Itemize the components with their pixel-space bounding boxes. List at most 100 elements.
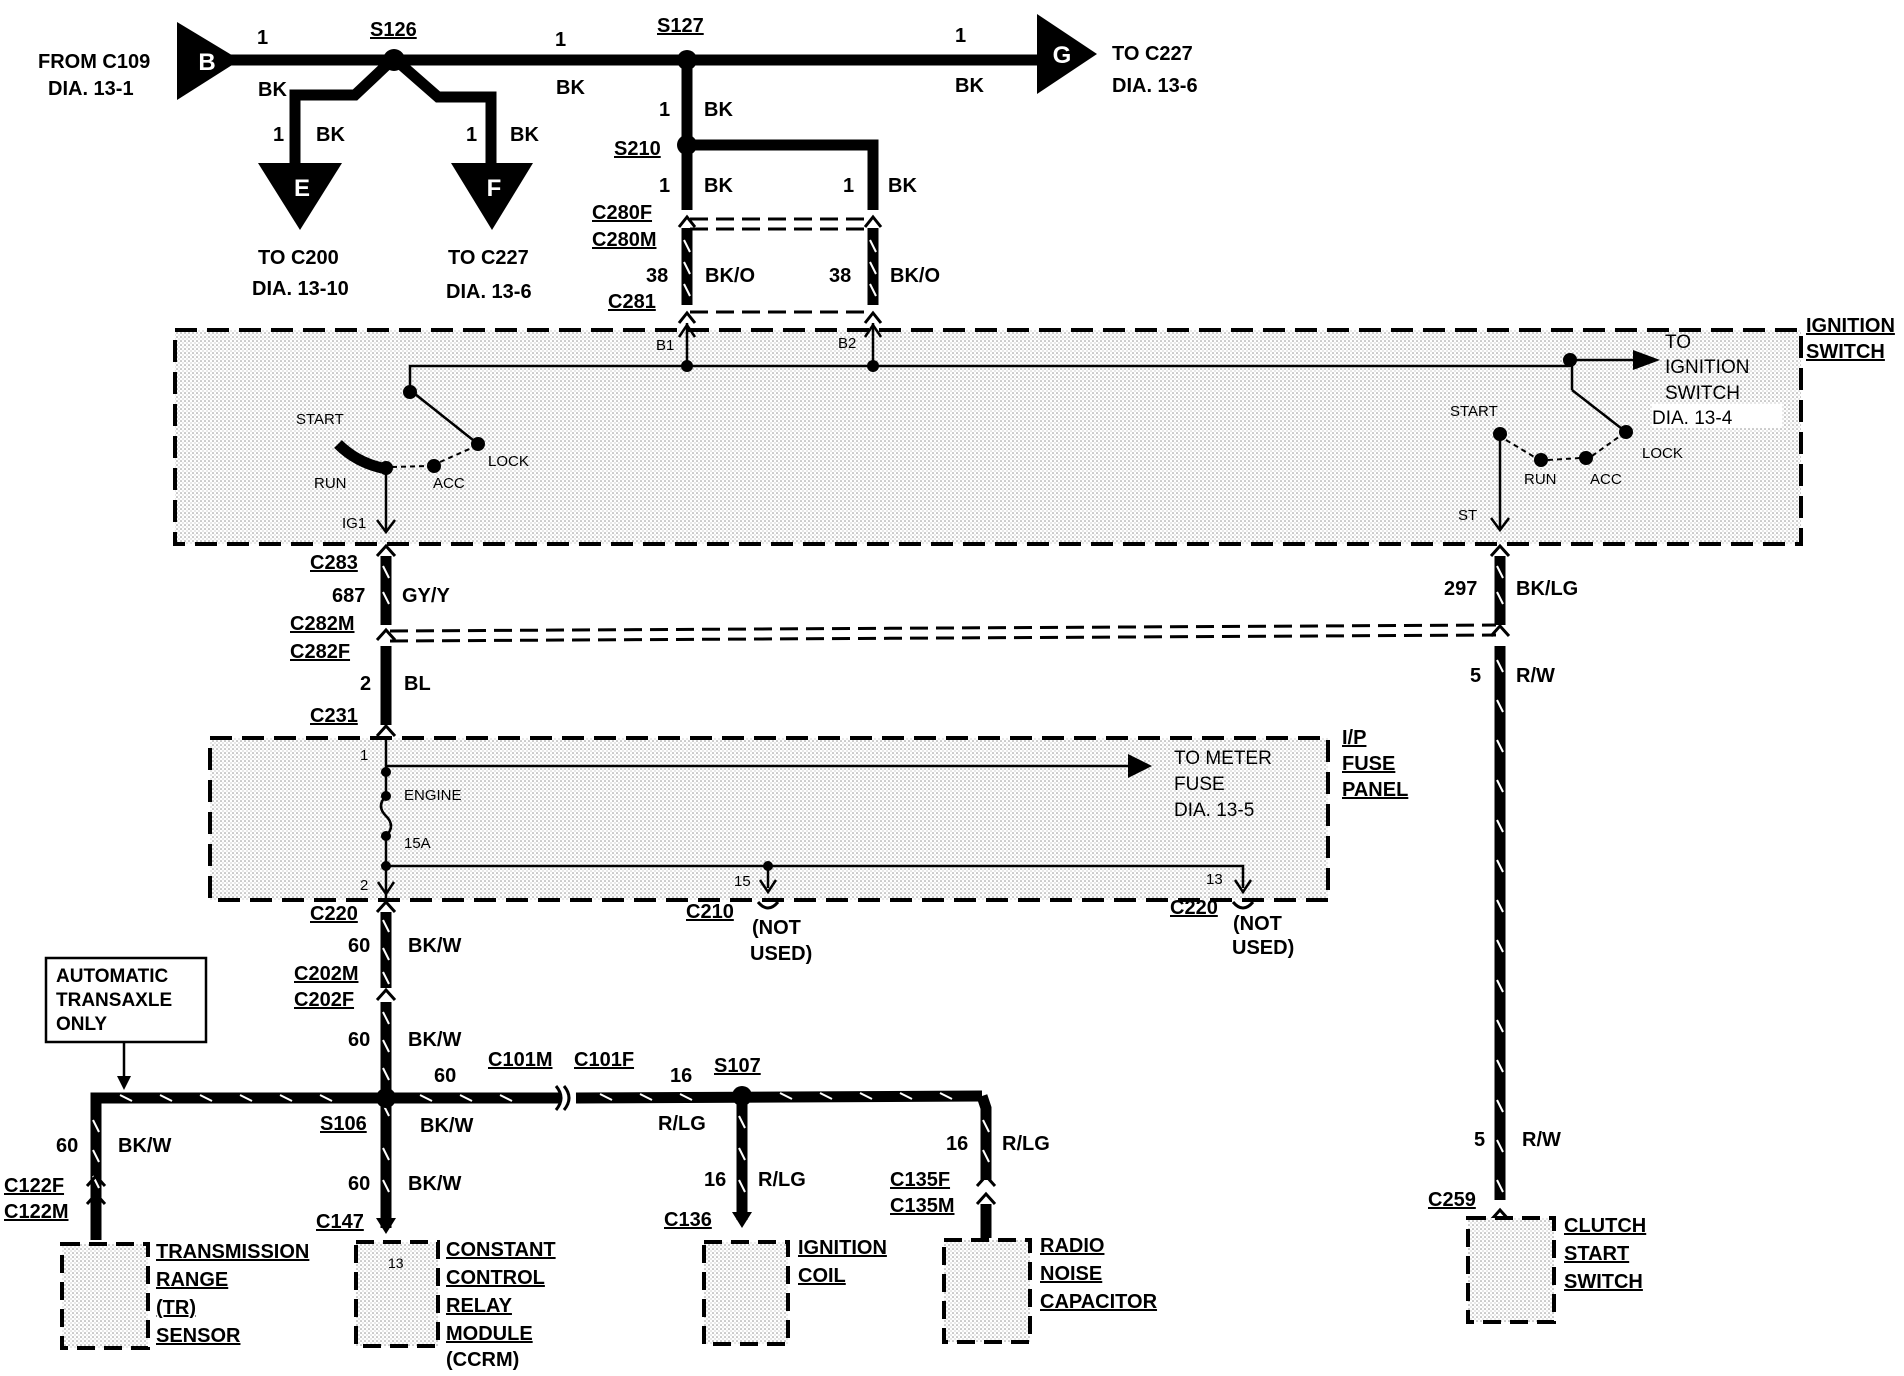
connector-chevrons-top bbox=[677, 214, 883, 324]
coil-label-2: COIL bbox=[798, 1265, 846, 1287]
s107-label: S107 bbox=[714, 1055, 761, 1077]
ignition-coil-box bbox=[702, 1240, 790, 1346]
wire-bko-a: BK/O bbox=[705, 265, 755, 287]
from-c109-label: FROM C109 bbox=[38, 51, 150, 73]
c282-dashes bbox=[389, 623, 1497, 643]
fuse-pin-1: 1 bbox=[360, 747, 368, 764]
tag-arrow-stems bbox=[289, 125, 497, 166]
to-meter-note: TO METER FUSE DIA. 13-5 bbox=[1174, 748, 1272, 821]
ccrm-label-2: CONTROL bbox=[446, 1267, 545, 1289]
fuse-title-2: FUSE bbox=[1342, 753, 1395, 775]
middle-labels: C283 687 GY/Y C282M C282F 2 BL C231 297 … bbox=[290, 552, 1578, 1051]
wire-5-b: 5 bbox=[1474, 1129, 1485, 1151]
wire-bkw-c: BK/W bbox=[118, 1135, 171, 1157]
cap-label-3: CAPACITOR bbox=[1040, 1291, 1158, 1313]
auto-note-arrowhead bbox=[117, 1076, 131, 1090]
engine-label: ENGINE bbox=[404, 787, 462, 804]
acc-label-left: ACC bbox=[433, 475, 465, 492]
from-c109-dia: DIA. 13-1 bbox=[48, 78, 134, 100]
clutch-label-3: SWITCH bbox=[1564, 1271, 1643, 1293]
s106-splice bbox=[376, 1088, 396, 1108]
to-c227-g-dia: DIA. 13-6 bbox=[1112, 75, 1198, 97]
to-c200-label: TO C200 bbox=[258, 247, 339, 269]
component-boxes bbox=[60, 1216, 1556, 1350]
lock-label-right: LOCK bbox=[1642, 445, 1683, 462]
wire-2: 2 bbox=[360, 673, 371, 695]
wire-60-b: 60 bbox=[348, 1029, 370, 1051]
wire-38-a: 38 bbox=[646, 265, 668, 287]
wire-1-f: 1 bbox=[659, 99, 670, 121]
clutch-label-2: START bbox=[1564, 1243, 1629, 1265]
cap-label-2: NOISE bbox=[1040, 1263, 1102, 1285]
b1-label: B1 bbox=[656, 337, 674, 354]
wire-1-b: 1 bbox=[555, 29, 566, 51]
s106-label: S106 bbox=[320, 1113, 367, 1135]
tag-f-label: F bbox=[487, 175, 502, 202]
splice-dots-top bbox=[383, 49, 697, 155]
wire-bkw-b: BK/W bbox=[408, 1029, 461, 1051]
wire-bkw-d: BK/W bbox=[420, 1115, 473, 1137]
ignition-arrowheads bbox=[376, 322, 1510, 535]
wire-38-b: 38 bbox=[829, 265, 851, 287]
not-used-a-1: (NOT bbox=[752, 917, 801, 939]
wire-bl: BL bbox=[404, 673, 431, 695]
ignition-dots bbox=[379, 353, 1633, 475]
tag-b-label: B bbox=[198, 49, 215, 76]
wire-rlg-a: R/LG bbox=[658, 1113, 706, 1135]
not-used-a-2: USED) bbox=[750, 943, 812, 965]
c259-label: C259 bbox=[1428, 1189, 1476, 1211]
lock-label-left: LOCK bbox=[488, 453, 529, 470]
ccrm-label-4: MODULE bbox=[446, 1323, 533, 1345]
wire-rw-a: R/W bbox=[1516, 665, 1555, 687]
s210-splice bbox=[677, 135, 697, 155]
auto-note-2: TRANSAXLE bbox=[56, 990, 172, 1011]
wire-16-c: 16 bbox=[946, 1133, 968, 1155]
run-label-left: RUN bbox=[314, 475, 347, 492]
bk-o-stripes bbox=[683, 239, 877, 297]
dia-13-4-backing bbox=[1652, 404, 1782, 428]
wire-1-g: 1 bbox=[659, 175, 670, 197]
bottom-stripes bbox=[92, 1092, 990, 1193]
wire-1-h: 1 bbox=[843, 175, 854, 197]
to-ign-2: IGNITION bbox=[1665, 357, 1749, 378]
wire-687: 687 bbox=[332, 585, 365, 607]
auto-note-3: ONLY bbox=[56, 1014, 107, 1035]
fuse-pin-arrows bbox=[376, 879, 1253, 897]
s127-label: S127 bbox=[657, 15, 704, 37]
wire-rlg-c: R/LG bbox=[1002, 1133, 1050, 1155]
not-used-b-2: USED) bbox=[1232, 937, 1294, 959]
wire-60-a: 60 bbox=[348, 935, 370, 957]
wire-rlg-b: R/LG bbox=[758, 1169, 806, 1191]
c101m-label: C101M bbox=[488, 1049, 552, 1071]
ig1-label: IG1 bbox=[342, 515, 366, 532]
s210-label: S210 bbox=[614, 138, 661, 160]
to-c200-dia: DIA. 13-10 bbox=[252, 278, 349, 300]
tr-label-1: TRANSMISSION bbox=[156, 1241, 309, 1263]
ignition-switch-title: IGNITION SWITCH bbox=[1806, 315, 1895, 363]
c231-label: C231 bbox=[310, 705, 358, 727]
clutch-start-switch-box bbox=[1466, 1216, 1556, 1324]
coil-label-1: IGNITION bbox=[798, 1237, 887, 1259]
start-label-right: START bbox=[1450, 403, 1498, 420]
ccrm-label-3: RELAY bbox=[446, 1295, 513, 1317]
s107-splice bbox=[732, 1086, 752, 1106]
bottom-splices bbox=[376, 1086, 752, 1108]
c280m-label: C280M bbox=[592, 229, 656, 251]
wire-gyy: GY/Y bbox=[402, 585, 450, 607]
wire-5-a: 5 bbox=[1470, 665, 1481, 687]
to-meter-2: FUSE bbox=[1174, 774, 1225, 795]
bottom-wire-stubs bbox=[90, 1204, 992, 1240]
c220b-label: C220 bbox=[1170, 897, 1218, 919]
c283-label: C283 bbox=[310, 552, 358, 574]
wire-1-e: 1 bbox=[466, 124, 477, 146]
c220-label: C220 bbox=[310, 903, 358, 925]
clutch-label-1: CLUTCH bbox=[1564, 1215, 1646, 1237]
c202f-label: C202F bbox=[294, 989, 354, 1011]
wire-bklg: BK/LG bbox=[1516, 578, 1578, 600]
tr-label-2: RANGE bbox=[156, 1269, 228, 1291]
ignition-switch-box bbox=[173, 328, 1803, 546]
to-ign-3: SWITCH bbox=[1665, 383, 1740, 404]
c135f-label: C135F bbox=[890, 1169, 950, 1191]
fuse-pin-13: 13 bbox=[1206, 871, 1223, 888]
ccrm-label-1: CONSTANT bbox=[446, 1239, 556, 1261]
